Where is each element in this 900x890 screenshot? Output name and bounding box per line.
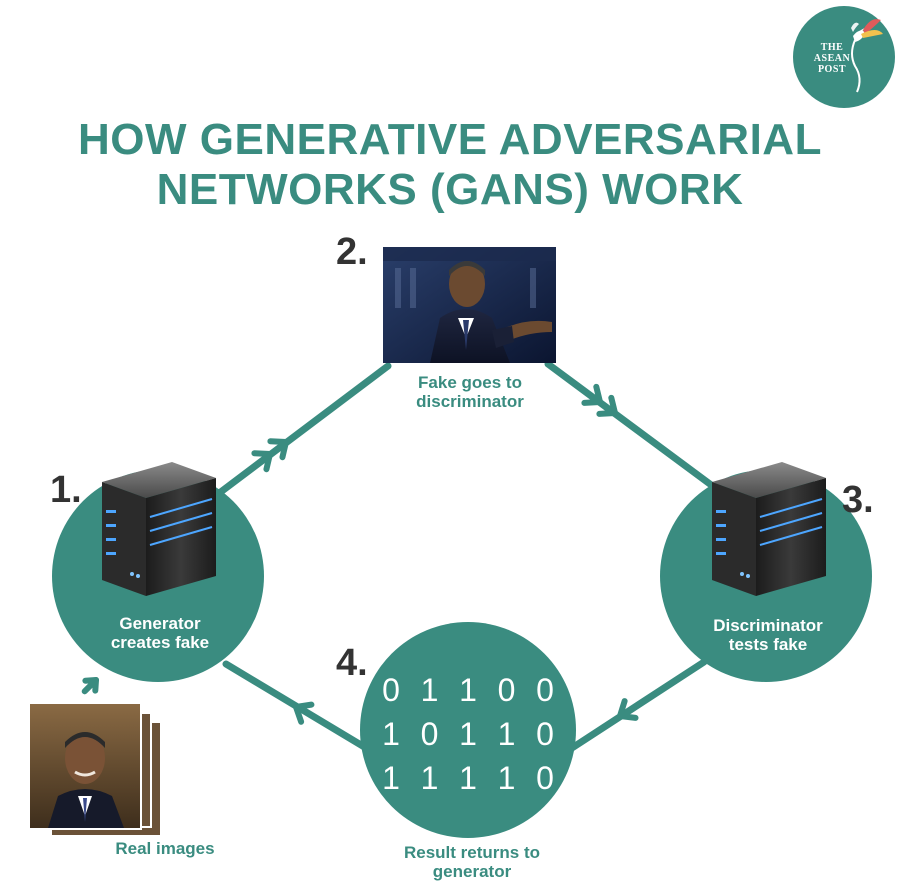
fake-goes-caption: Fake goes to discriminator: [380, 373, 560, 411]
line-discriminator-to-result: [568, 658, 708, 752]
logo-line-2: ASEAN: [813, 53, 851, 64]
result-circle: [360, 622, 576, 838]
generator-label-line-2: creates fake: [110, 633, 210, 652]
generator-label-line-1: Generator: [119, 614, 201, 633]
binary-digit: 1: [497, 760, 516, 796]
line-photo-to-discriminator: [544, 360, 722, 494]
arrowhead-icon: [81, 677, 99, 695]
result-returns-caption: Result returns to generator: [372, 843, 572, 881]
binary-digit: 1: [459, 760, 477, 796]
binary-digit: 0: [382, 672, 400, 708]
binary-digit: 1: [420, 672, 439, 708]
step-number-1: 1.: [50, 469, 82, 511]
arrowhead-icon: [293, 701, 315, 725]
binary-row: 1 1 1 1 0: [376, 760, 560, 796]
binary-digit: 0: [536, 760, 554, 796]
fake-caption-line-2: discriminator: [416, 392, 524, 411]
binary-row: 0 1 1 0 0: [376, 672, 560, 708]
result-caption-line-1: Result returns to: [403, 843, 541, 862]
asean-post-logo: THE ASEAN POST: [793, 6, 895, 108]
arrowhead-icon: [267, 438, 289, 461]
arrowhead-icon: [596, 394, 618, 417]
arrowhead-icon: [617, 698, 639, 721]
page-title-line-2: NETWORKS (GANS) WORK: [156, 165, 744, 214]
fake-caption-line-1: Fake goes to: [418, 373, 522, 392]
binary-digit: 1: [382, 760, 400, 796]
binary-digit: 1: [497, 716, 516, 752]
binary-digit: 0: [497, 672, 516, 708]
hummingbird-icon: [851, 19, 883, 93]
binary-digit: 0: [536, 716, 554, 752]
server-icon: [712, 462, 826, 596]
discriminator-label: Discriminator tests fake: [678, 616, 858, 654]
binary-digit: 0: [420, 716, 439, 752]
binary-digit: 1: [459, 672, 477, 708]
result-caption-line-2: generator: [432, 862, 512, 881]
line-generator-to-photo: [214, 362, 392, 498]
server-icon: [102, 462, 216, 596]
logo-line-1: THE: [820, 42, 844, 53]
binary-digit: 0: [536, 672, 554, 708]
generator-label: Generator creates fake: [70, 614, 250, 652]
binary-digit: 1: [382, 716, 400, 752]
arrowhead-icon: [581, 383, 603, 406]
real-images-stack: [28, 702, 162, 837]
arrowheads: [81, 383, 639, 725]
logo-line-3: POST: [817, 64, 847, 75]
arrowhead-icon: [251, 450, 273, 473]
photo-icon: [383, 247, 556, 363]
discriminator-label-line-2: tests fake: [728, 635, 808, 654]
step-number-3: 3.: [842, 479, 874, 521]
photo-icon: [28, 702, 142, 830]
discriminator-label-line-1: Discriminator: [713, 616, 823, 635]
binary-digit: 1: [459, 716, 477, 752]
binary-digit: 1: [420, 760, 439, 796]
logo-text: THE ASEAN POST: [809, 42, 855, 75]
real-images-caption: Real images: [115, 839, 215, 858]
connection-lines: [214, 360, 722, 752]
step-number-4: 4.: [336, 642, 368, 684]
step-number-2: 2.: [336, 231, 368, 273]
page-title-line-1: HOW GENERATIVE ADVERSARIAL: [78, 115, 822, 164]
binary-row: 1 0 1 1 0: [376, 716, 560, 752]
